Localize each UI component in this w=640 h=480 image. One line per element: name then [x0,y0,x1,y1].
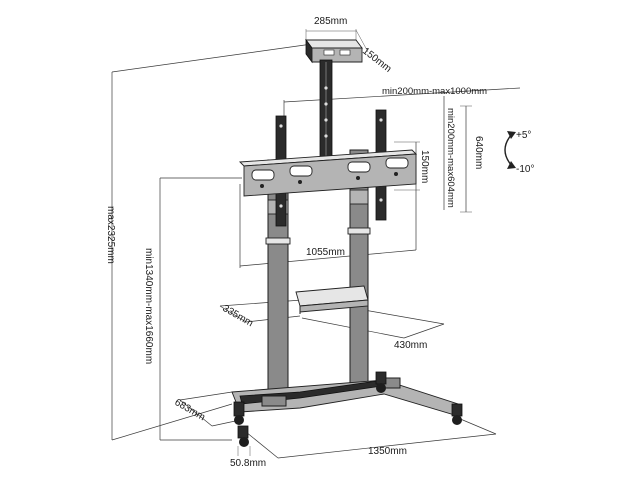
label-tilt-down: -10° [516,164,534,175]
label-caster-size: 50.8mm [230,458,266,469]
label-mount-height: min1340mm-max1660mm [143,248,154,364]
tilt-arrow-icon [504,131,516,169]
caster-wheel-icon [451,403,463,425]
label-top-plate-width: 285mm [314,16,347,27]
shelf [295,285,369,314]
label-shelf-width: 430mm [394,340,427,351]
mount-bar [238,149,418,197]
top-plate [305,38,363,64]
label-tilt-up: +5° [516,130,531,141]
center-pole [319,59,333,161]
base [231,377,459,417]
label-base-depth: 683mm [173,397,207,423]
caster-wheel-icon [233,401,245,425]
label-bracket-height: 640mm [473,136,484,169]
label-arm-height: 150mm [419,150,430,183]
caster-wheel-icon [375,371,387,393]
label-frame-width: 1055mm [306,247,345,258]
caster-wheel-icon [237,425,249,447]
stand-illustration [231,38,463,447]
label-base-width: 1350mm [368,446,407,457]
label-vesa-vertical: min200mm-max604mm [445,108,456,208]
label-vesa-horizontal: min200mm-max1000mm [382,86,487,97]
casters [233,371,463,447]
label-total-height: max2325mm [105,206,116,264]
label-top-plate-depth: 150mm [360,46,393,75]
label-shelf-depth: 335mm [221,303,255,329]
